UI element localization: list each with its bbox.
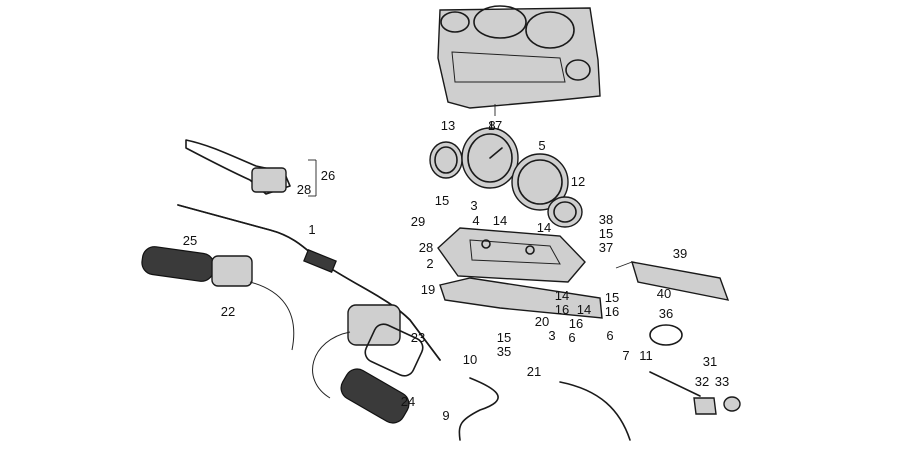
label-15c: 15: [605, 290, 619, 305]
label-2: 2: [426, 256, 433, 271]
plate-38: [631, 261, 730, 301]
label-17: 17: [488, 118, 502, 133]
label-20: 21: [527, 364, 541, 379]
label-28: 28: [297, 182, 311, 197]
label-15d: 15: [497, 330, 511, 345]
label-23: 23: [411, 330, 425, 345]
label-14b: 14: [537, 220, 551, 235]
label-29: 28: [419, 240, 433, 255]
leader-lines: [308, 104, 633, 269]
label-39: 40: [657, 286, 671, 301]
small-parts: [693, 396, 741, 415]
label-16c: 16: [569, 316, 583, 331]
label-24: 24: [401, 394, 415, 409]
label-21: 20: [535, 314, 549, 329]
clutch-lever: [185, 139, 291, 195]
label-13: 13: [441, 118, 455, 133]
instrument-cover: [437, 5, 601, 109]
label-36: 37: [599, 240, 613, 255]
label-15: 15: [435, 193, 449, 208]
cables: [458, 324, 701, 441]
gauges: [429, 127, 583, 228]
label-16: 16: [555, 302, 569, 317]
label-34: 35: [497, 344, 511, 359]
label-7: 7: [622, 348, 629, 363]
label-22: 22: [221, 304, 235, 319]
label-14c: 14: [555, 288, 569, 303]
label-12: 12: [571, 174, 585, 189]
label-4: 4: [472, 213, 479, 228]
label-38: 39: [673, 246, 687, 261]
label-30: 29: [411, 214, 425, 229]
bracket-19: [439, 277, 603, 319]
label-5: 5: [538, 138, 545, 153]
label-26: 26: [321, 168, 335, 183]
panel-bracket: [437, 227, 586, 283]
label-1: 1: [308, 222, 315, 237]
label-10: 10: [463, 352, 477, 367]
label-14: 14: [493, 213, 507, 228]
label-37: 38: [599, 212, 613, 227]
label-14d: 14: [577, 302, 591, 317]
label-6: 6: [606, 328, 613, 343]
label-6b: 6: [568, 330, 575, 345]
label-8: 8: [488, 118, 495, 133]
label-16b: 16: [605, 304, 619, 319]
part-labels: 17 13 8 5 12 15 3 4 14 29 14 38 15 37 28…: [183, 118, 729, 423]
label-31: 31: [703, 354, 717, 369]
label-3: 3: [470, 198, 477, 213]
left-grip: [141, 246, 295, 351]
label-35: 36: [659, 306, 673, 321]
label-11: 11: [639, 348, 653, 363]
right-grip: [312, 304, 424, 424]
label-19: 19: [421, 282, 435, 297]
label-9: 9: [442, 408, 449, 423]
label-3b: 3: [548, 328, 555, 343]
label-32: 32: [695, 374, 709, 389]
label-33: 33: [715, 374, 729, 389]
label-15b: 15: [599, 226, 613, 241]
label-25: 25: [183, 233, 197, 248]
